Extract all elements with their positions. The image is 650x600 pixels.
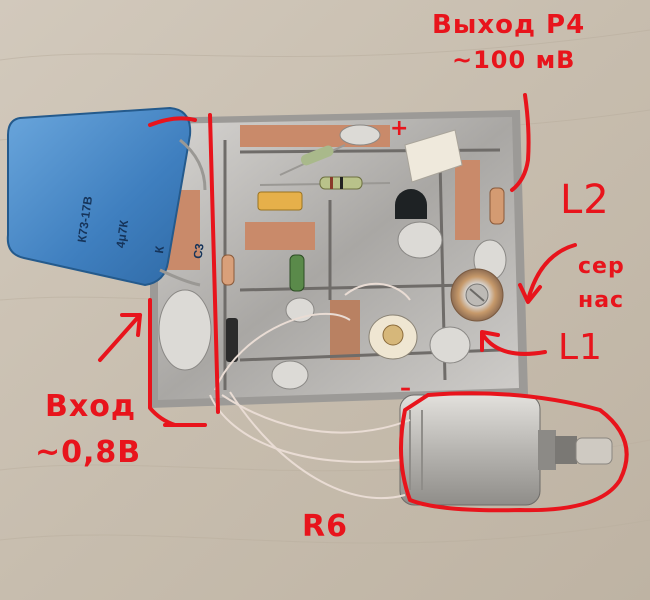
coil-l1 <box>450 268 504 322</box>
plus-sign: + <box>390 116 410 141</box>
film-capacitor <box>6 106 207 287</box>
output-label: Выход Р4 <box>432 10 586 40</box>
capacitor-white-box <box>404 129 463 183</box>
pcb-board <box>150 110 528 408</box>
capacitor-marking-line2: 4μ7К <box>113 219 132 249</box>
input-level-label: ~0,8В <box>35 435 142 470</box>
input-label: Вход <box>45 389 137 424</box>
l2-label: L2 <box>560 177 610 223</box>
core-label-line1: сер <box>578 254 625 279</box>
capacitor-yellow <box>257 191 303 211</box>
capacitor-marking-line1: К73-17В <box>74 195 96 244</box>
resistor-r3 <box>289 254 305 292</box>
red-marks <box>98 93 629 513</box>
minus-sign: – <box>400 376 412 401</box>
capacitor-marking-line4: С3 <box>190 242 207 260</box>
transistor <box>395 189 427 219</box>
r6-label: R6 <box>302 509 348 544</box>
resistor-r5 <box>221 254 235 286</box>
resistor-r2 <box>279 144 346 176</box>
resistor-r1 <box>259 176 391 190</box>
potentiometer-r6 <box>399 394 613 506</box>
l1-label: L1 <box>558 327 603 368</box>
core-label-line2: нас <box>578 288 625 313</box>
resistor-r4 <box>489 187 505 225</box>
diode <box>226 318 238 362</box>
output-level-label: ~100 мВ <box>452 46 576 74</box>
capacitor-marking-line3: К <box>151 245 167 255</box>
trimmer-capacitor <box>368 314 418 360</box>
